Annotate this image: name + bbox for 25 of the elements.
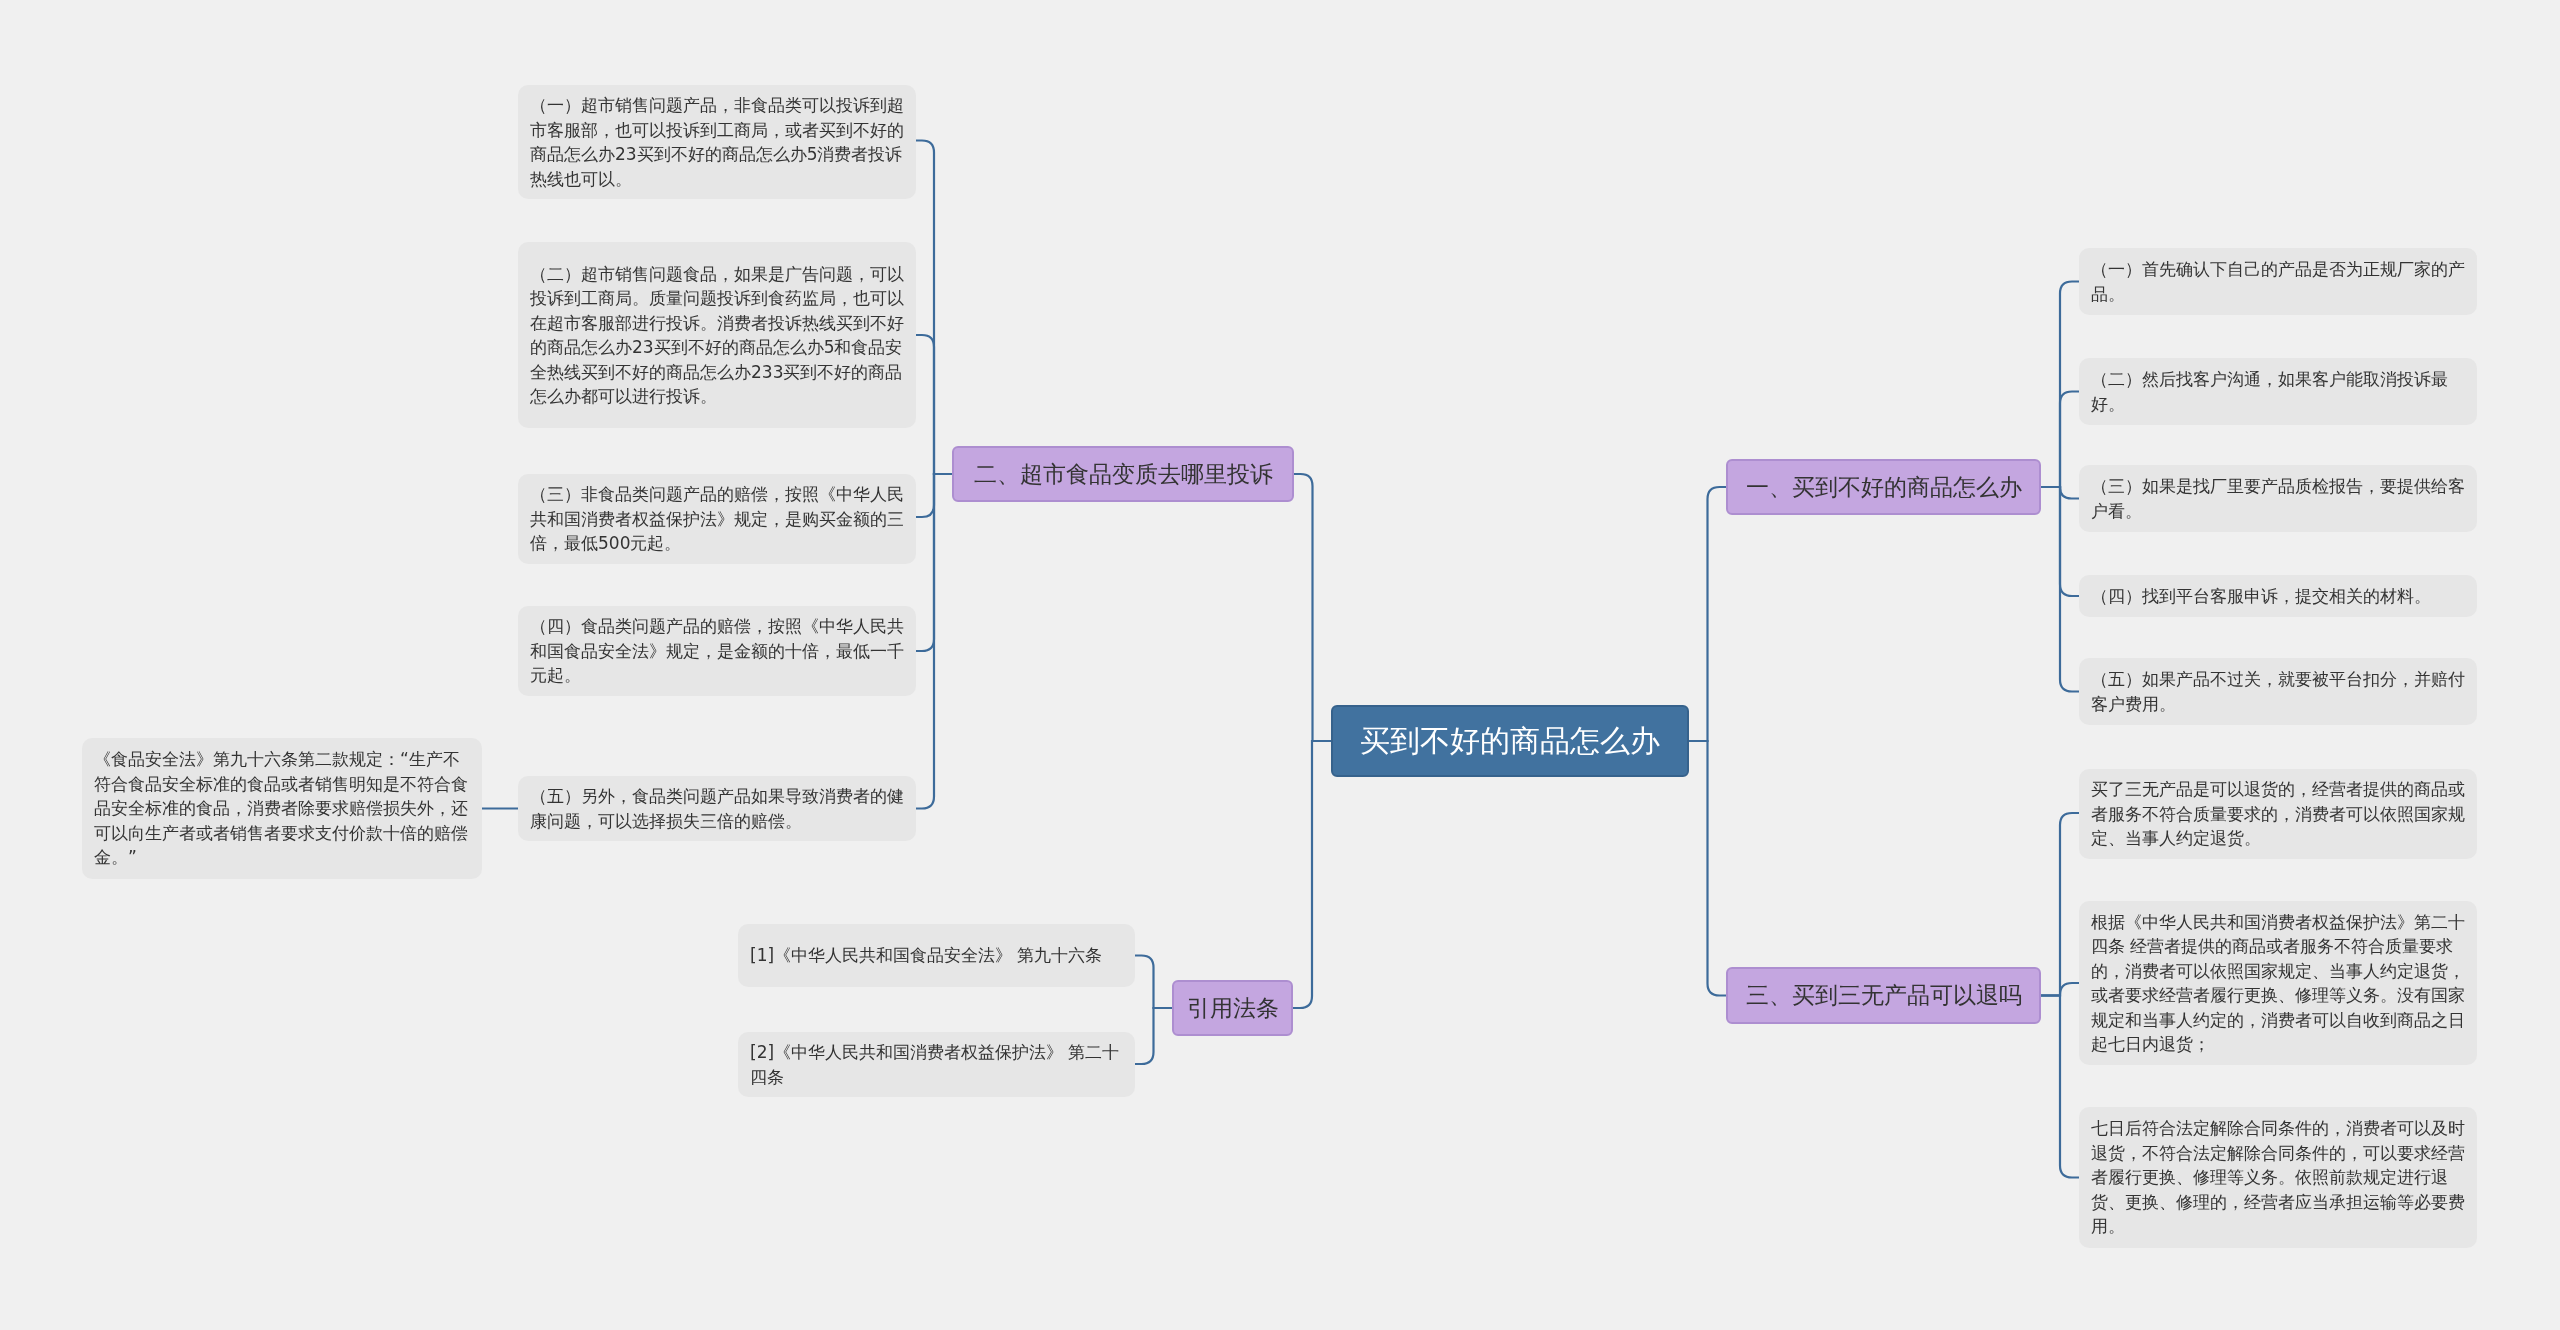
branch-topic-box: 二、超市食品变质去哪里投诉 <box>952 446 1294 502</box>
note-box: （四）找到平台客服申诉，提交相关的材料。 <box>2079 575 2477 617</box>
note-box: 买了三无产品是可以退货的，经营者提供的商品或者服务不符合质量要求的，消费者可以依照国家规定、当事人约定退货。 <box>2079 769 2477 859</box>
branch-topic-box: 三、买到三无产品可以退吗 <box>1726 967 2041 1024</box>
note-box: （三）非食品类问题产品的赔偿，按照《中华人民共和国消费者权益保护法》规定，是购买金额的三倍，最低500元起。 <box>518 474 916 564</box>
branch-topic-box: 引用法条 <box>1172 980 1293 1036</box>
note-box: 《食品安全法》第九十六条第二款规定：“生产不符合食品安全标准的食品或者销售明知是不符合食品安全标准的食品，消费者除要求赔偿损失外，还可以向生产者或者销售者要求支付价款十倍的赔偿金。” <box>82 738 482 879</box>
note-box: （一）超市销售问题产品，非食品类可以投诉到超市客服部，也可以投诉到工商局，或者买到不好的商品怎么办23买到不好的商品怎么办5消费者投诉热线也可以。 <box>518 85 916 199</box>
note-box: [2]《中华人民共和国消费者权益保护法》 第二十四条 <box>738 1032 1135 1097</box>
note-box: （五）如果产品不过关，就要被平台扣分，并赔付客户费用。 <box>2079 658 2477 725</box>
connector-line <box>2041 485 2079 693</box>
note-box: （四）食品类问题产品的赔偿，按照《中华人民共和国食品安全法》规定，是金额的十倍，最低一千元起。 <box>518 606 916 696</box>
note-box: （一）首先确认下自己的产品是否为正规厂家的产品。 <box>2079 248 2477 315</box>
note-box: （二）然后找客户沟通，如果客户能取消投诉最好。 <box>2079 358 2477 425</box>
branch-topic-box: 一、买到不好的商品怎么办 <box>1726 459 2041 515</box>
connector-line <box>2041 994 2079 1179</box>
note-box: 七日后符合法定解除合同条件的，消费者可以及时退货，不符合法定解除合同条件的，可以要求经营者履行更换、修理等义务。依照前款规定进行退货、更换、修理的，经营者应当承担运输等必要费用。 <box>2079 1107 2477 1248</box>
note-box: （二）超市销售问题食品，如果是广告问题，可以投诉到工商局。质量问题投诉到食药监局，也可以在超市客服部进行投诉。消费者投诉热线买到不好的商品怎么办23买到不好的商品怎么办5和食品安全热线买到不好的商品怎么办233买到不好的商品怎么办都可以进行投诉。 <box>518 242 916 428</box>
note-box: （五）另外，食品类问题产品如果导致消费者的健康问题，可以选择损失三倍的赔偿。 <box>518 776 916 841</box>
connector-line <box>482 807 518 810</box>
note-box: 根据《中华人民共和国消费者权益保护法》第二十四条 经营者提供的商品或者服务不符合质量要求的，消费者可以依照国家规定、当事人约定退货，或者要求经营者履行更换、修理等义务。没有国家规定和当事人约定的，消费者可以自收到商品之日起七日内退货； <box>2079 901 2477 1065</box>
central-topic-box: 买到不好的商品怎么办 <box>1331 705 1689 777</box>
connector-line <box>1293 739 1331 1010</box>
note-box: （三）如果是找厂里要产品质检报告，要提供给客户看。 <box>2079 465 2477 532</box>
note-box: [1]《中华人民共和国食品安全法》 第九十六条 <box>738 924 1135 987</box>
